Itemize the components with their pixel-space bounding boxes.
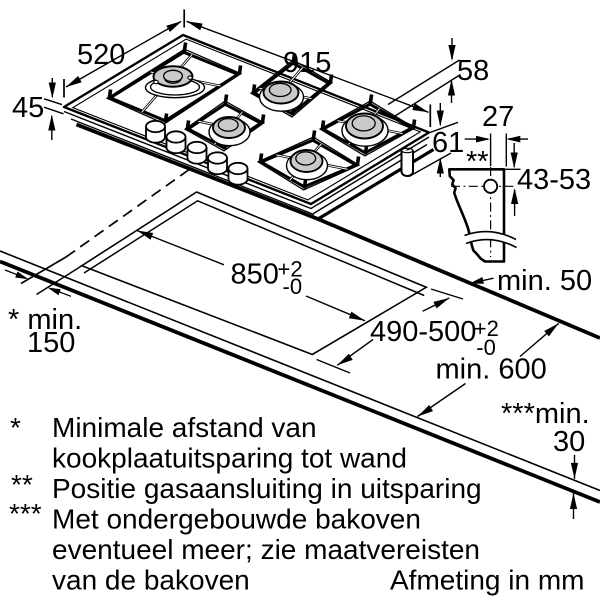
svg-text:Minimale afstand van: Minimale afstand van xyxy=(52,412,317,443)
svg-text:520: 520 xyxy=(77,39,125,71)
svg-text:30: 30 xyxy=(553,426,585,458)
svg-text:58: 58 xyxy=(457,55,489,87)
svg-text:**: ** xyxy=(11,469,33,500)
svg-text:45: 45 xyxy=(12,92,44,124)
svg-text:***: *** xyxy=(9,498,42,529)
svg-text:Positie gasaansluiting in uits: Positie gasaansluiting in uitsparing xyxy=(52,473,482,504)
svg-text:***min.: ***min. xyxy=(501,398,590,430)
svg-text:* min.: * min. xyxy=(8,304,82,336)
svg-text:Met ondergebouwde bakoven: Met ondergebouwde bakoven xyxy=(52,504,421,535)
svg-text:61: 61 xyxy=(432,127,464,159)
svg-text:min. 50: min. 50 xyxy=(497,265,592,297)
svg-text:+2: +2 xyxy=(474,316,499,341)
svg-text:915: 915 xyxy=(283,47,331,79)
svg-text:-0: -0 xyxy=(476,335,496,360)
svg-text:**: ** xyxy=(466,146,489,178)
svg-text:van de bakoven: van de bakoven xyxy=(52,565,250,596)
svg-text:kookplaatuitsparing tot wand: kookplaatuitsparing tot wand xyxy=(52,443,407,474)
svg-text:150: 150 xyxy=(27,327,75,359)
svg-text:+2: +2 xyxy=(278,257,303,282)
svg-text:490-500: 490-500 xyxy=(370,316,476,348)
svg-text:850: 850 xyxy=(231,259,279,291)
svg-text:27: 27 xyxy=(482,101,514,133)
svg-text:-0: -0 xyxy=(283,274,303,299)
svg-text:eventueel meer; zie maatvereis: eventueel meer; zie maatvereisten xyxy=(52,534,480,565)
svg-text:*: * xyxy=(10,412,21,443)
svg-text:43-53: 43-53 xyxy=(517,164,591,196)
svg-text:Afmeting in mm: Afmeting in mm xyxy=(390,565,585,596)
svg-text:min. 600: min. 600 xyxy=(436,354,547,386)
